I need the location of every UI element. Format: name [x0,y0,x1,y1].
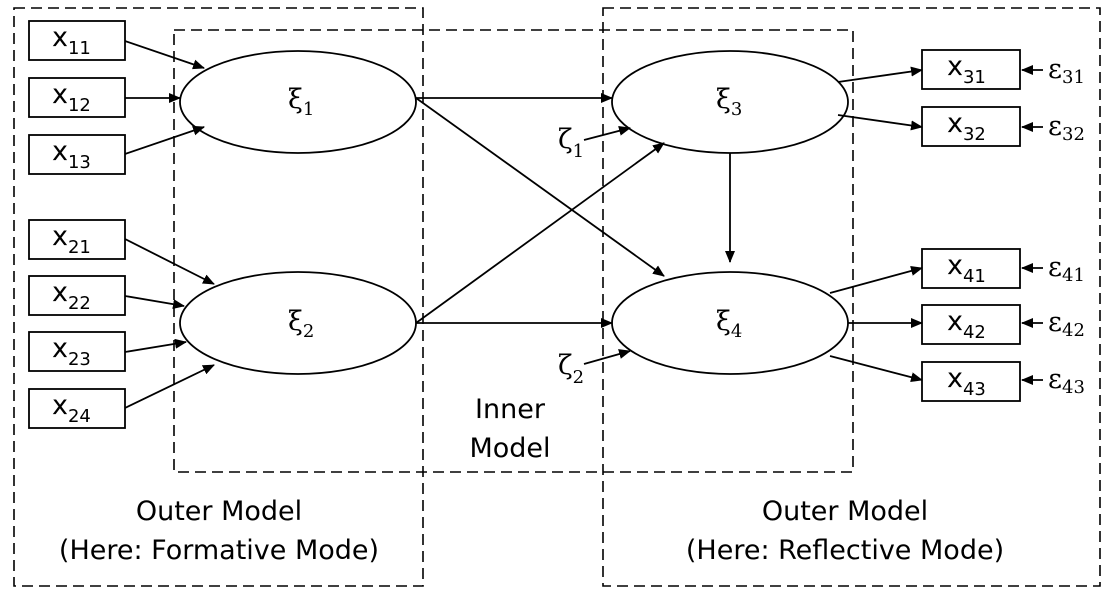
indicator-label-x41: x41 [947,250,986,287]
path-xi3-x32 [837,114,923,131]
path-x23-xi2 [124,338,187,353]
error-label-e43: ε43 [1048,364,1085,398]
path-z2-xi4 [583,349,631,365]
indicator-box-x11 [28,20,126,61]
indicator-label-x23: x23 [52,333,91,370]
path-x24-xi2 [124,364,215,409]
indicator-box-x21 [28,219,126,260]
indicator-label-x42: x42 [947,306,986,343]
path-xi4-x43 [829,355,923,383]
path-x22-xi2 [124,295,185,310]
path-xi1-xi4 [415,97,665,277]
indicator-box-x43 [921,361,1021,402]
indicator-box-x31 [921,49,1021,90]
outer-model-formative-region [13,7,424,587]
error-label-e41: ε41 [1048,252,1085,286]
latent-label-xi4: ξ4 [716,306,742,342]
error-label-e31: ε31 [1048,54,1085,88]
indicator-box-x22 [28,275,126,316]
indicator-box-x24 [28,388,126,429]
disturbance-label-z1: ζ1 [558,124,584,162]
indicator-label-x24: x24 [52,390,91,427]
indicator-label-x31: x31 [947,51,986,88]
indicator-label-x11: x11 [52,22,91,59]
indicator-label-x43: x43 [947,363,986,400]
indicator-label-x22: x22 [52,277,91,314]
latent-label-xi1: ξ1 [288,84,314,120]
outer-model-reflective-region [602,7,1101,587]
path-xi4-x41 [829,266,923,294]
indicator-label-x32: x32 [947,108,986,145]
outer-model-formative-title: Outer Model [136,496,302,527]
error-label-e42: ε42 [1048,307,1085,341]
path-x21-xi2 [124,238,215,285]
indicator-box-x12 [28,77,126,118]
disturbance-label-z2: ζ2 [558,350,584,388]
indicator-label-x21: x21 [52,221,91,258]
path-x13-xi1 [124,125,205,155]
path-z1-xi3 [583,125,631,141]
latent-label-xi3: ξ3 [716,84,742,120]
indicator-box-x13 [28,134,126,175]
inner-model-label-line2: Model [469,433,550,464]
inner-model-label-line1: Inner [475,394,546,425]
indicator-label-x13: x13 [52,136,91,173]
outer-model-reflective-subtitle: (Here: Reflective Mode) [686,535,1004,566]
latent-label-xi2: ξ2 [288,306,314,342]
path-xi2-xi3 [415,142,665,324]
indicator-box-x42 [921,304,1021,345]
outer-model-formative-subtitle: (Here: Formative Mode) [59,535,379,566]
indicator-box-x23 [28,331,126,372]
path-xi3-x31 [837,66,923,83]
indicator-label-x12: x12 [52,79,91,116]
indicator-box-x41 [921,248,1021,289]
outer-model-reflective-title: Outer Model [762,496,928,527]
path-x11-xi1 [124,40,205,70]
error-label-e32: ε32 [1048,111,1085,145]
